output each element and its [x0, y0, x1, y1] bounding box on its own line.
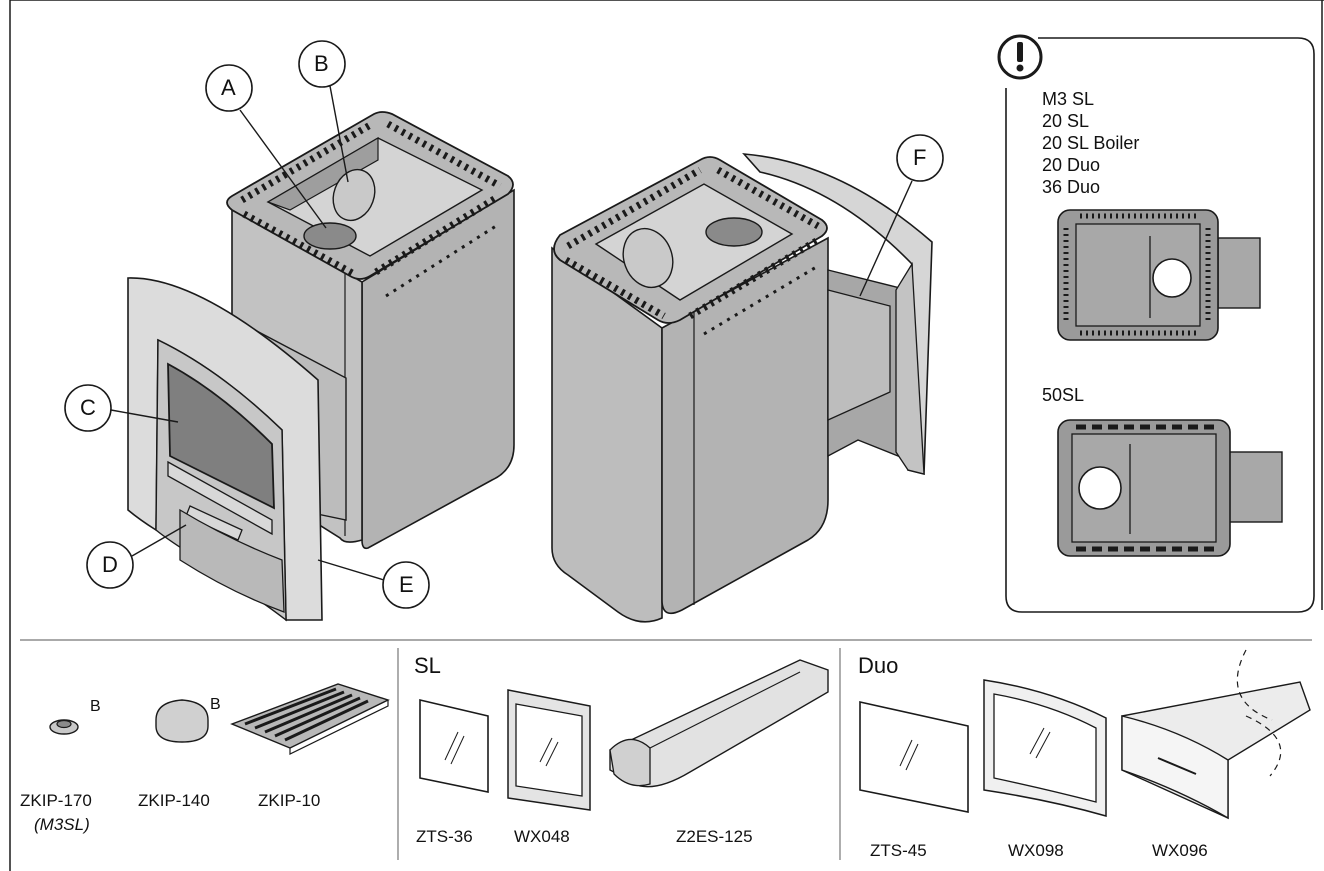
part-zkip-170: ZKIP-170 — [20, 791, 92, 810]
model-20-duo: 20 Duo — [1042, 155, 1101, 175]
part-zkip-140: ZKIP-140 — [138, 791, 210, 810]
accessory-zts-36-drawing — [419, 698, 489, 793]
callout-leaders — [110, 85, 913, 581]
accessory-wx098-drawing — [983, 679, 1107, 817]
part-wx098: WX098 — [1008, 841, 1064, 860]
section-title-sl: SL — [414, 653, 441, 678]
callout-c: C — [80, 395, 96, 420]
part-wx096: WX096 — [1152, 841, 1208, 860]
callout-f: F — [913, 145, 927, 170]
stove-left-illustration — [127, 111, 515, 622]
accessory-zts-45-drawing — [859, 701, 969, 813]
model-50sl: 50SL — [1042, 385, 1085, 405]
zkip-140-ref: B — [210, 696, 221, 713]
part-zkip-170-note: (M3SL) — [34, 815, 90, 834]
accessory-zkip-140-drawing — [155, 699, 209, 743]
part-wx048: WX048 — [514, 827, 570, 846]
section-title-duo: Duo — [858, 653, 899, 678]
accessory-z2es-125-drawing — [609, 659, 829, 788]
accessory-wx048-drawing — [507, 689, 591, 811]
callout-e: E — [399, 572, 414, 597]
part-zts-36: ZTS-36 — [416, 827, 473, 846]
model-36-duo: 36 Duo — [1042, 177, 1101, 197]
accessory-wx096-drawing — [1121, 649, 1311, 820]
accessory-zkip-10-drawing — [230, 683, 390, 755]
model-m3-sl: M3 SL — [1042, 89, 1095, 109]
callout-a: A — [221, 75, 236, 100]
callout-b: B — [314, 51, 329, 76]
zkip-170-ref: B — [90, 698, 101, 715]
part-zts-45: ZTS-45 — [870, 841, 927, 860]
callout-circles — [64, 40, 944, 609]
model-20-sl-boiler: 20 SL Boiler — [1042, 133, 1140, 153]
part-zkip-10: ZKIP-10 — [258, 791, 321, 810]
stove-right-illustration — [551, 153, 933, 623]
accessory-zkip-170-drawing — [49, 719, 79, 735]
part-z2es-125: Z2ES-125 — [676, 827, 753, 846]
model-20-sl: 20 SL — [1042, 111, 1090, 131]
callout-d: D — [102, 552, 118, 577]
warning-box-drawing — [997, 34, 1315, 613]
